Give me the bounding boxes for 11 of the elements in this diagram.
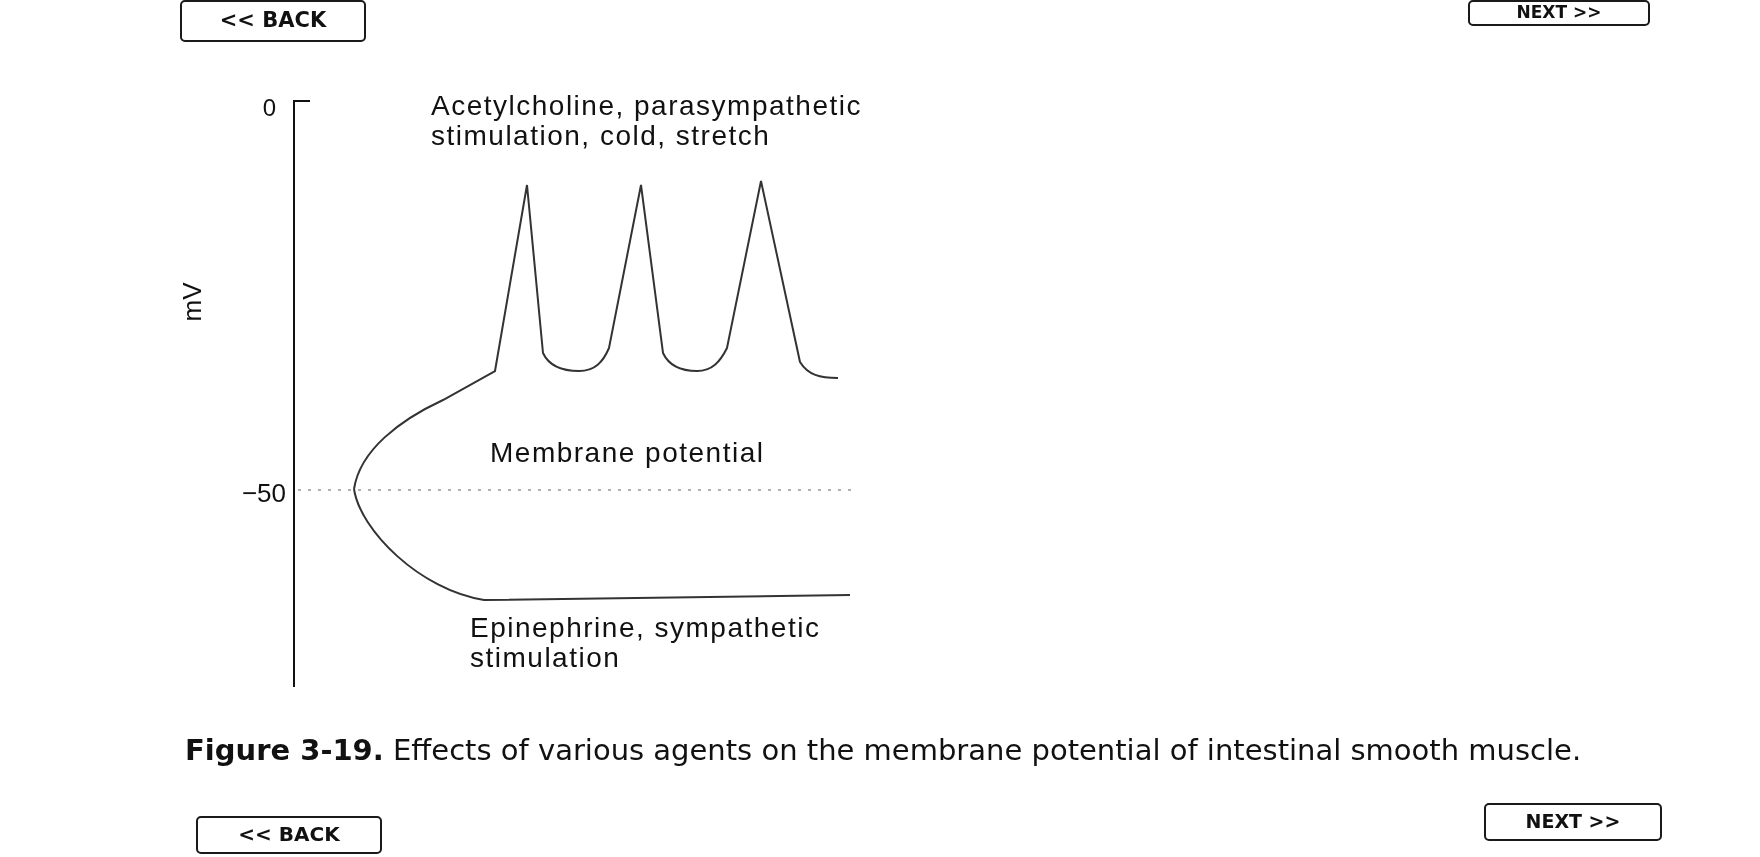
tick-label: 0 xyxy=(261,95,276,121)
back-button: << BACK xyxy=(196,816,382,854)
next-button: NEXT >> xyxy=(1484,803,1662,841)
curve-label: Membrane potential xyxy=(490,438,766,468)
axis-title: mV xyxy=(177,282,206,322)
figure-caption: Figure 3-19. Effects of various agents on the membrane potential of intestinal smooth muscle. xyxy=(185,733,1582,767)
next-button: NEXT >> xyxy=(1468,0,1650,26)
back-button: << BACK xyxy=(180,0,366,42)
tick-label: −50 xyxy=(240,479,286,507)
curve-label: Acetylcholine, parasympathetic stimulation, cold, stretch xyxy=(431,91,863,151)
curve-label: Epinephrine, sympathetic stimulation xyxy=(470,613,822,673)
